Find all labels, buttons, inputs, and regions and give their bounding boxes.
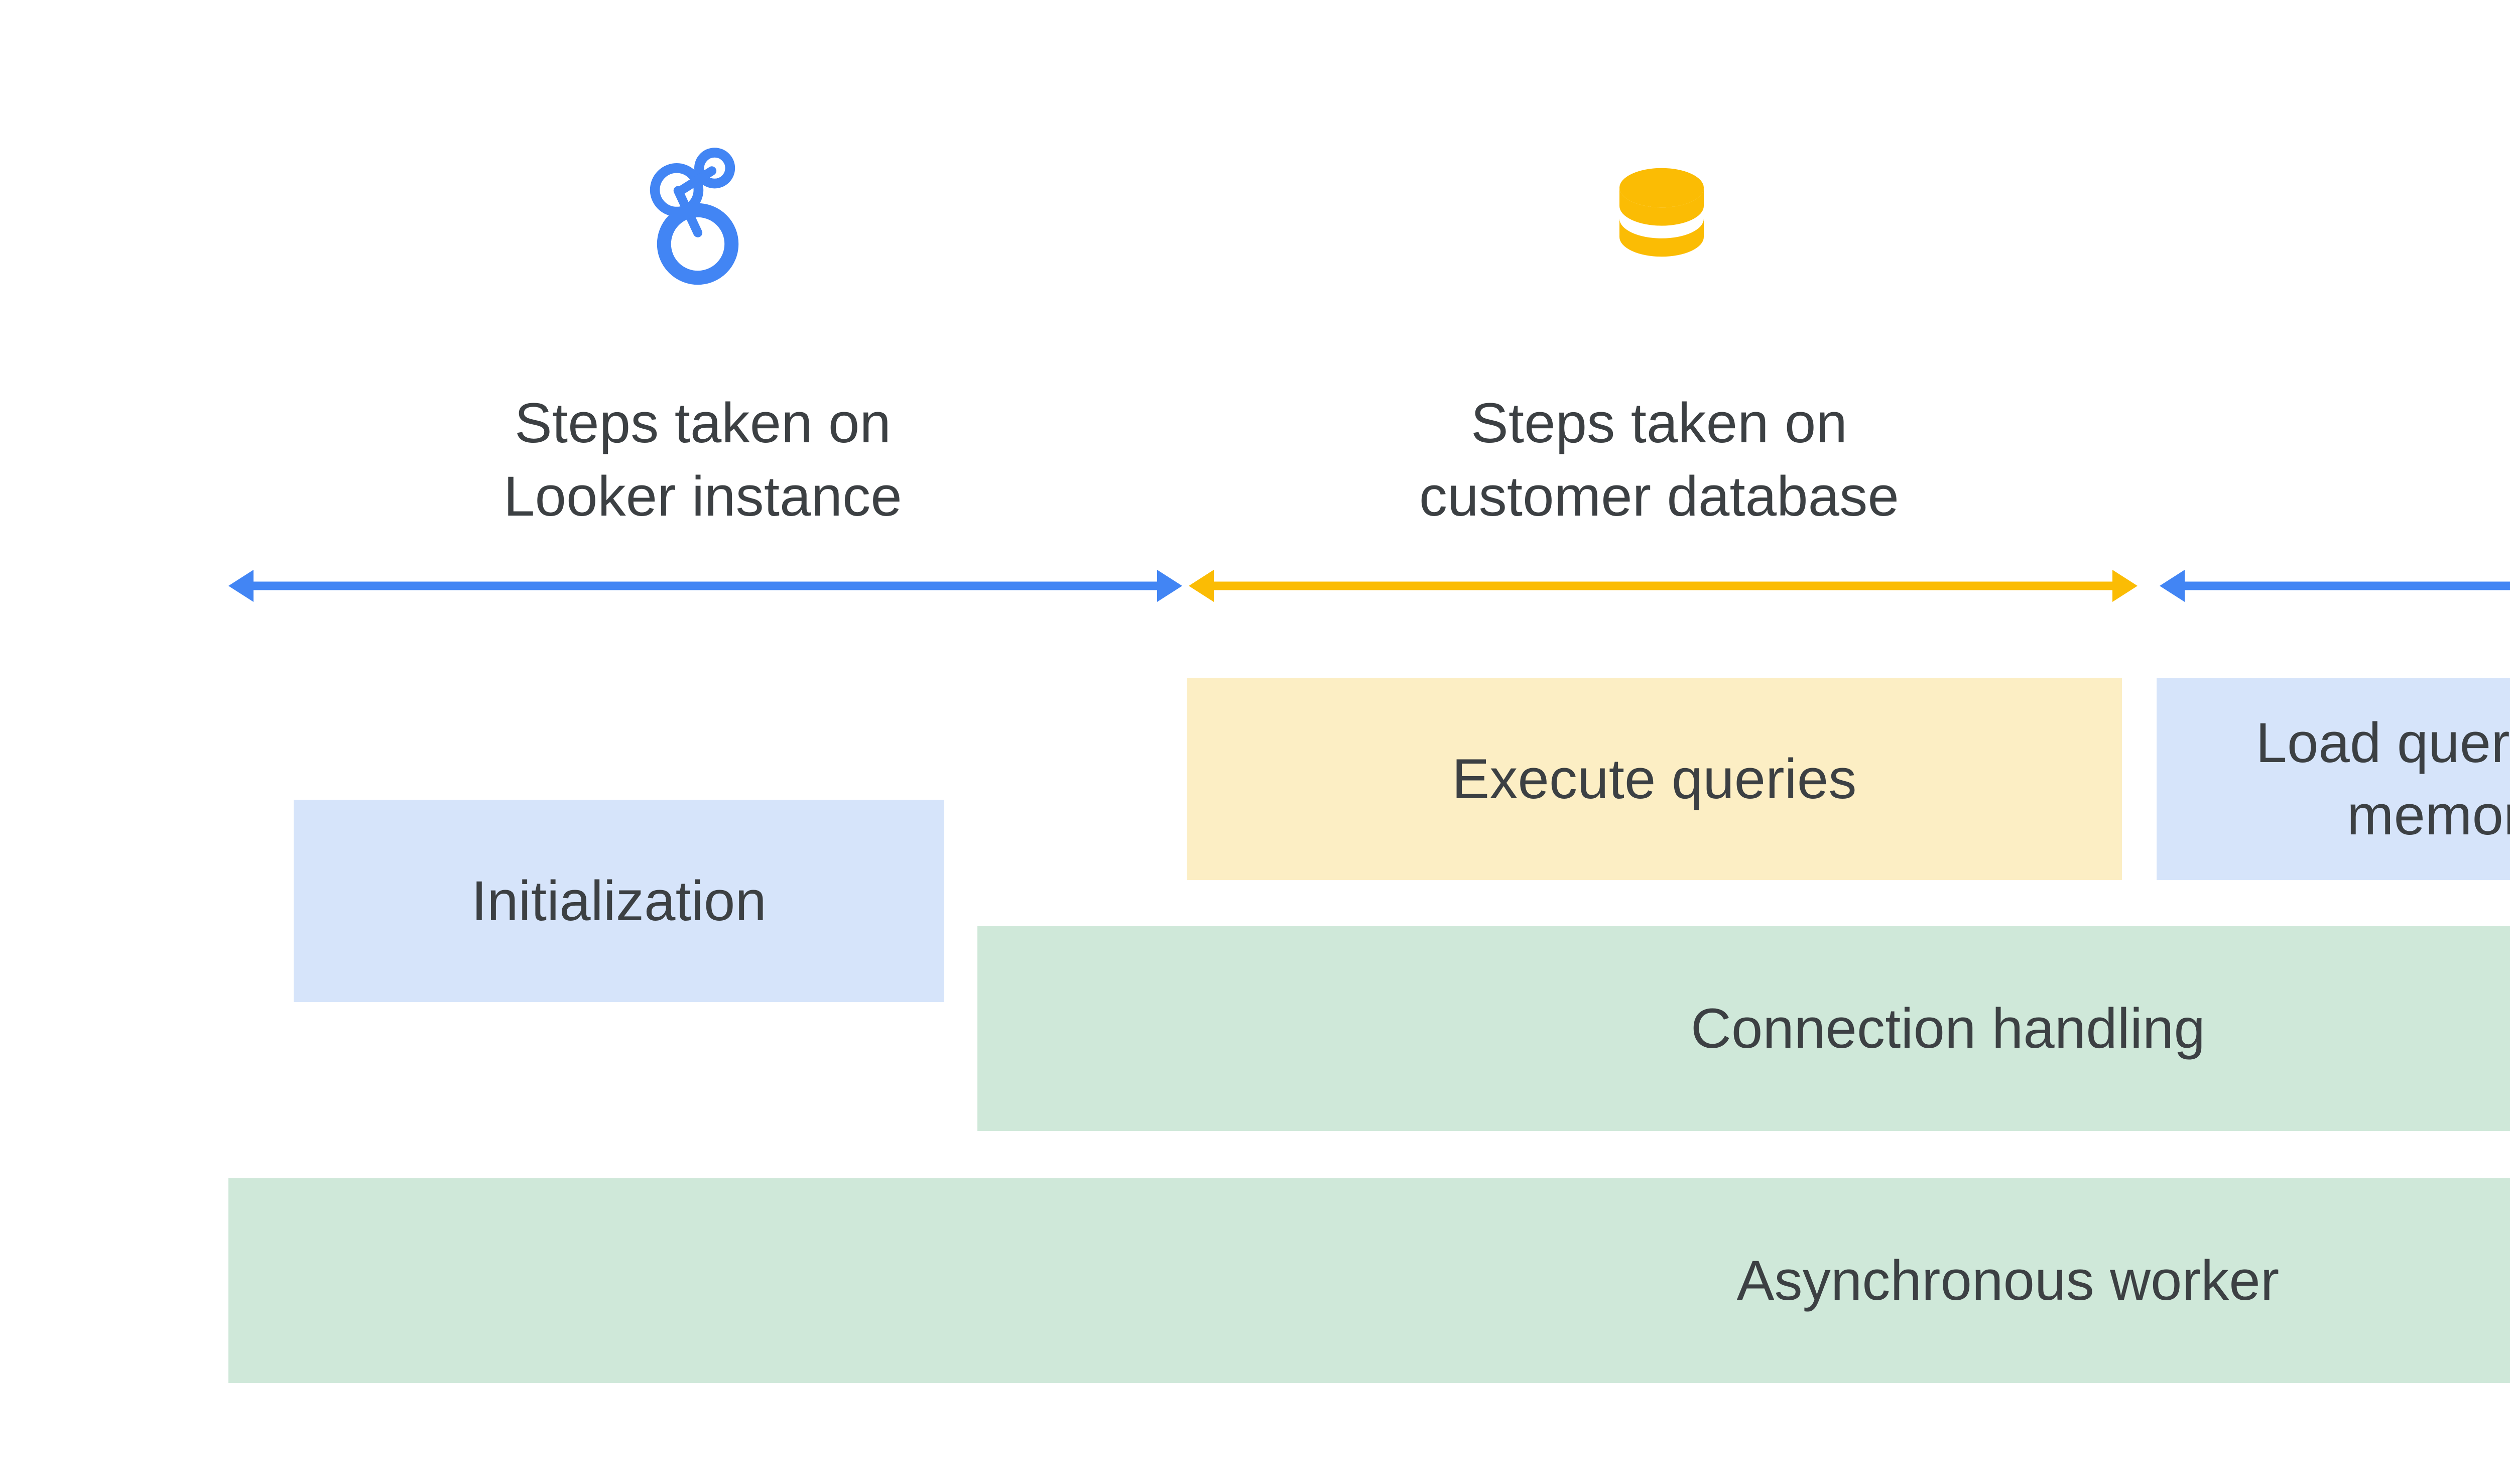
looker-icon	[628, 146, 768, 286]
phase-box-connection-handling: Connection handling	[977, 926, 2510, 1131]
segment-caption: Steps taken on customer database	[1419, 392, 1899, 528]
phase-box-label: Load queries in memory	[2255, 711, 2510, 846]
range-arrow	[228, 570, 1182, 602]
phase-box-execute-queries: Execute queries	[1187, 678, 2122, 880]
range-arrow	[2160, 570, 2510, 602]
phase-box-label: Initialization	[471, 869, 767, 932]
database-icon	[1591, 146, 1732, 286]
segment-caption: Steps taken on Looker instance	[504, 392, 902, 528]
phase-box-load-queries-in-memory: Load queries in memory	[2157, 678, 2510, 880]
range-arrow	[1189, 570, 2138, 602]
phase-box-label: Asynchronous worker	[1736, 1249, 2280, 1312]
phase-box-initialization: Initialization	[294, 800, 944, 1002]
phase-box-asynchronous-worker: Asynchronous worker	[228, 1178, 2510, 1383]
phase-box-label: Execute queries	[1452, 747, 1857, 810]
phase-box-label: Connection handling	[1690, 997, 2206, 1060]
